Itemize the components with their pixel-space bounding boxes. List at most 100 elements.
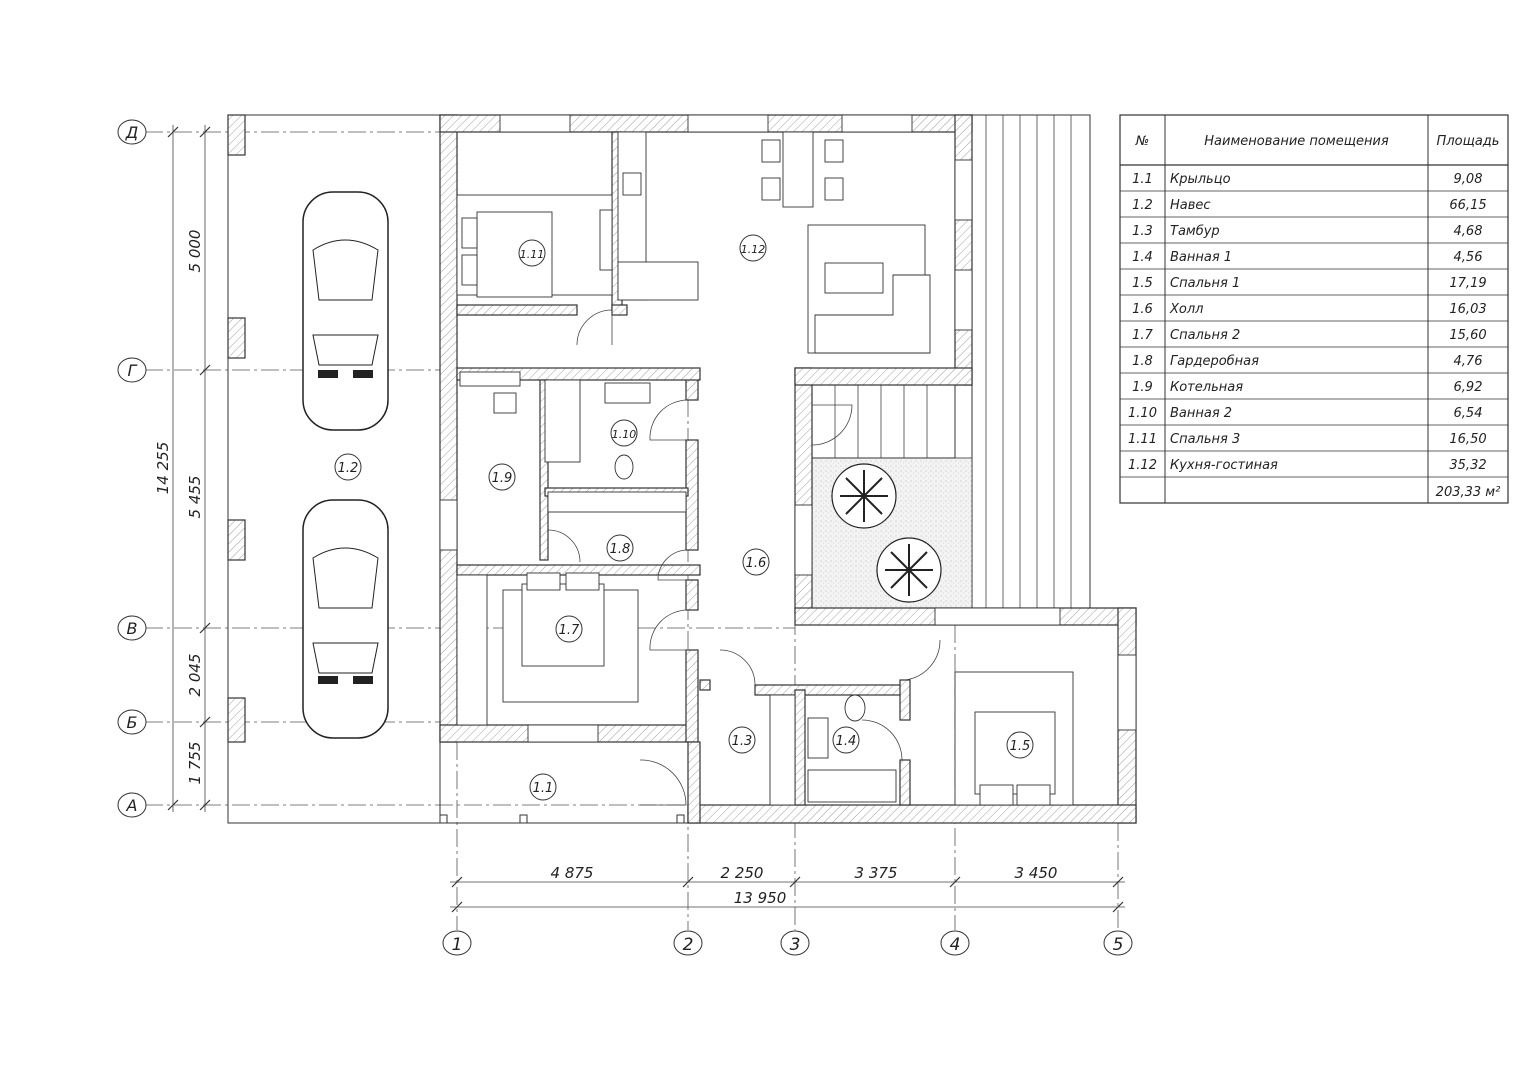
table-row: 1.7 Спальня 2 15,60 [1132, 328, 1486, 343]
coffee-table-icon [824, 262, 884, 294]
row-room-name: Тамбур [1170, 224, 1220, 239]
row-room-name: Спальня 2 [1170, 328, 1240, 343]
tree-icon [831, 463, 942, 603]
sofa-icon [814, 274, 931, 354]
room-tag: 1.12 [741, 243, 766, 256]
axis-bubble [1103, 930, 1133, 956]
axis-label: 3 [790, 935, 801, 955]
row-area: 6,54 [1454, 406, 1483, 421]
dimension-label: 3 375 [855, 864, 898, 882]
row-area: 35,32 [1449, 458, 1486, 473]
row-room-name: Ванная 2 [1170, 406, 1232, 421]
row-room-name: Навес [1170, 198, 1211, 213]
row-number: 1.11 [1128, 432, 1157, 447]
bathtub-icon [807, 769, 897, 803]
axis-bubble [442, 930, 472, 956]
room-tag-circle [739, 234, 767, 262]
row-number: 1.7 [1132, 328, 1153, 343]
room-tag-circle [728, 726, 756, 754]
row-number: 1.6 [1132, 302, 1153, 317]
row-area: 17,19 [1449, 276, 1486, 291]
table-row: 1.5 Спальня 1 17,19 [1132, 276, 1486, 291]
row-number: 1.8 [1132, 354, 1153, 369]
axis-label: 2 [683, 935, 694, 955]
table-header-area: Площадь [1437, 134, 1500, 149]
row-number: 1.2 [1132, 198, 1153, 213]
dimension-label: 2 045 [186, 654, 204, 697]
axis-bubble [117, 357, 147, 383]
room-tag-circle [606, 534, 634, 562]
row-area: 16,03 [1449, 302, 1486, 317]
room-tag-circle [529, 773, 557, 801]
room-tag: 1.2 [338, 461, 359, 476]
room-tag: 1.11 [520, 248, 545, 261]
windows [439, 114, 1137, 743]
room-tag-circle [518, 239, 546, 267]
table-header-num: № [1135, 134, 1150, 149]
terrace-deck [971, 114, 1091, 609]
room-tag-circle [1006, 731, 1034, 759]
dimension-label: 1 755 [186, 742, 204, 785]
room-tag: 1.9 [492, 471, 513, 486]
furniture [456, 131, 1074, 806]
axis-label: 4 [950, 935, 961, 955]
row-area: 15,60 [1449, 328, 1486, 343]
axis-bubble [117, 709, 147, 735]
walls [439, 114, 1137, 824]
dimension-label: 2 250 [721, 864, 764, 882]
dimension-label: 5 455 [186, 476, 204, 519]
bed-icon [521, 583, 605, 667]
row-area: 4,56 [1454, 250, 1483, 265]
row-number: 1.12 [1128, 458, 1157, 473]
room-tag: 1.1 [533, 781, 554, 796]
axis-bubble [117, 119, 147, 145]
doors [547, 309, 941, 806]
courtyard [811, 384, 973, 609]
room-tag-circle [610, 419, 638, 447]
axis-bubble [117, 615, 147, 641]
table-total-area: 203,33 м² [1436, 485, 1501, 500]
row-room-name: Гардеробная [1170, 354, 1259, 369]
row-area: 9,08 [1454, 172, 1483, 187]
row-room-name: Спальня 1 [1170, 276, 1240, 291]
row-area: 4,76 [1454, 354, 1483, 369]
bathtub-icon [544, 379, 581, 463]
row-area: 16,50 [1449, 432, 1486, 447]
axis-bubble [940, 930, 970, 956]
car-icon [302, 191, 389, 431]
row-number: 1.10 [1128, 406, 1157, 421]
axis-label: Б [127, 713, 138, 732]
row-room-name: Ванная 1 [1170, 250, 1232, 265]
table-row: 1.10 Ванная 2 6,54 [1128, 406, 1482, 421]
axis-label: Д [125, 123, 139, 142]
dining-table-icon [782, 131, 814, 208]
row-number: 1.5 [1132, 276, 1153, 291]
car-icon [302, 499, 389, 739]
room-tag: 1.8 [610, 542, 631, 557]
axis-bubble [780, 930, 810, 956]
axis-label: Г [128, 361, 138, 380]
table-frame [1119, 114, 1509, 504]
dimension-total: 14 255 [154, 442, 172, 495]
axis-bubble [673, 930, 703, 956]
axis-label: А [126, 796, 138, 815]
room-tag: 1.3 [732, 734, 753, 749]
dimension-lines [167, 125, 1125, 913]
room-tag-circle [832, 726, 860, 754]
dimension-total: 13 950 [734, 889, 787, 907]
room-tag-circle [334, 453, 362, 481]
row-number: 1.3 [1132, 224, 1153, 239]
axis-bubble [117, 792, 147, 818]
dimension-label: 3 450 [1015, 864, 1058, 882]
